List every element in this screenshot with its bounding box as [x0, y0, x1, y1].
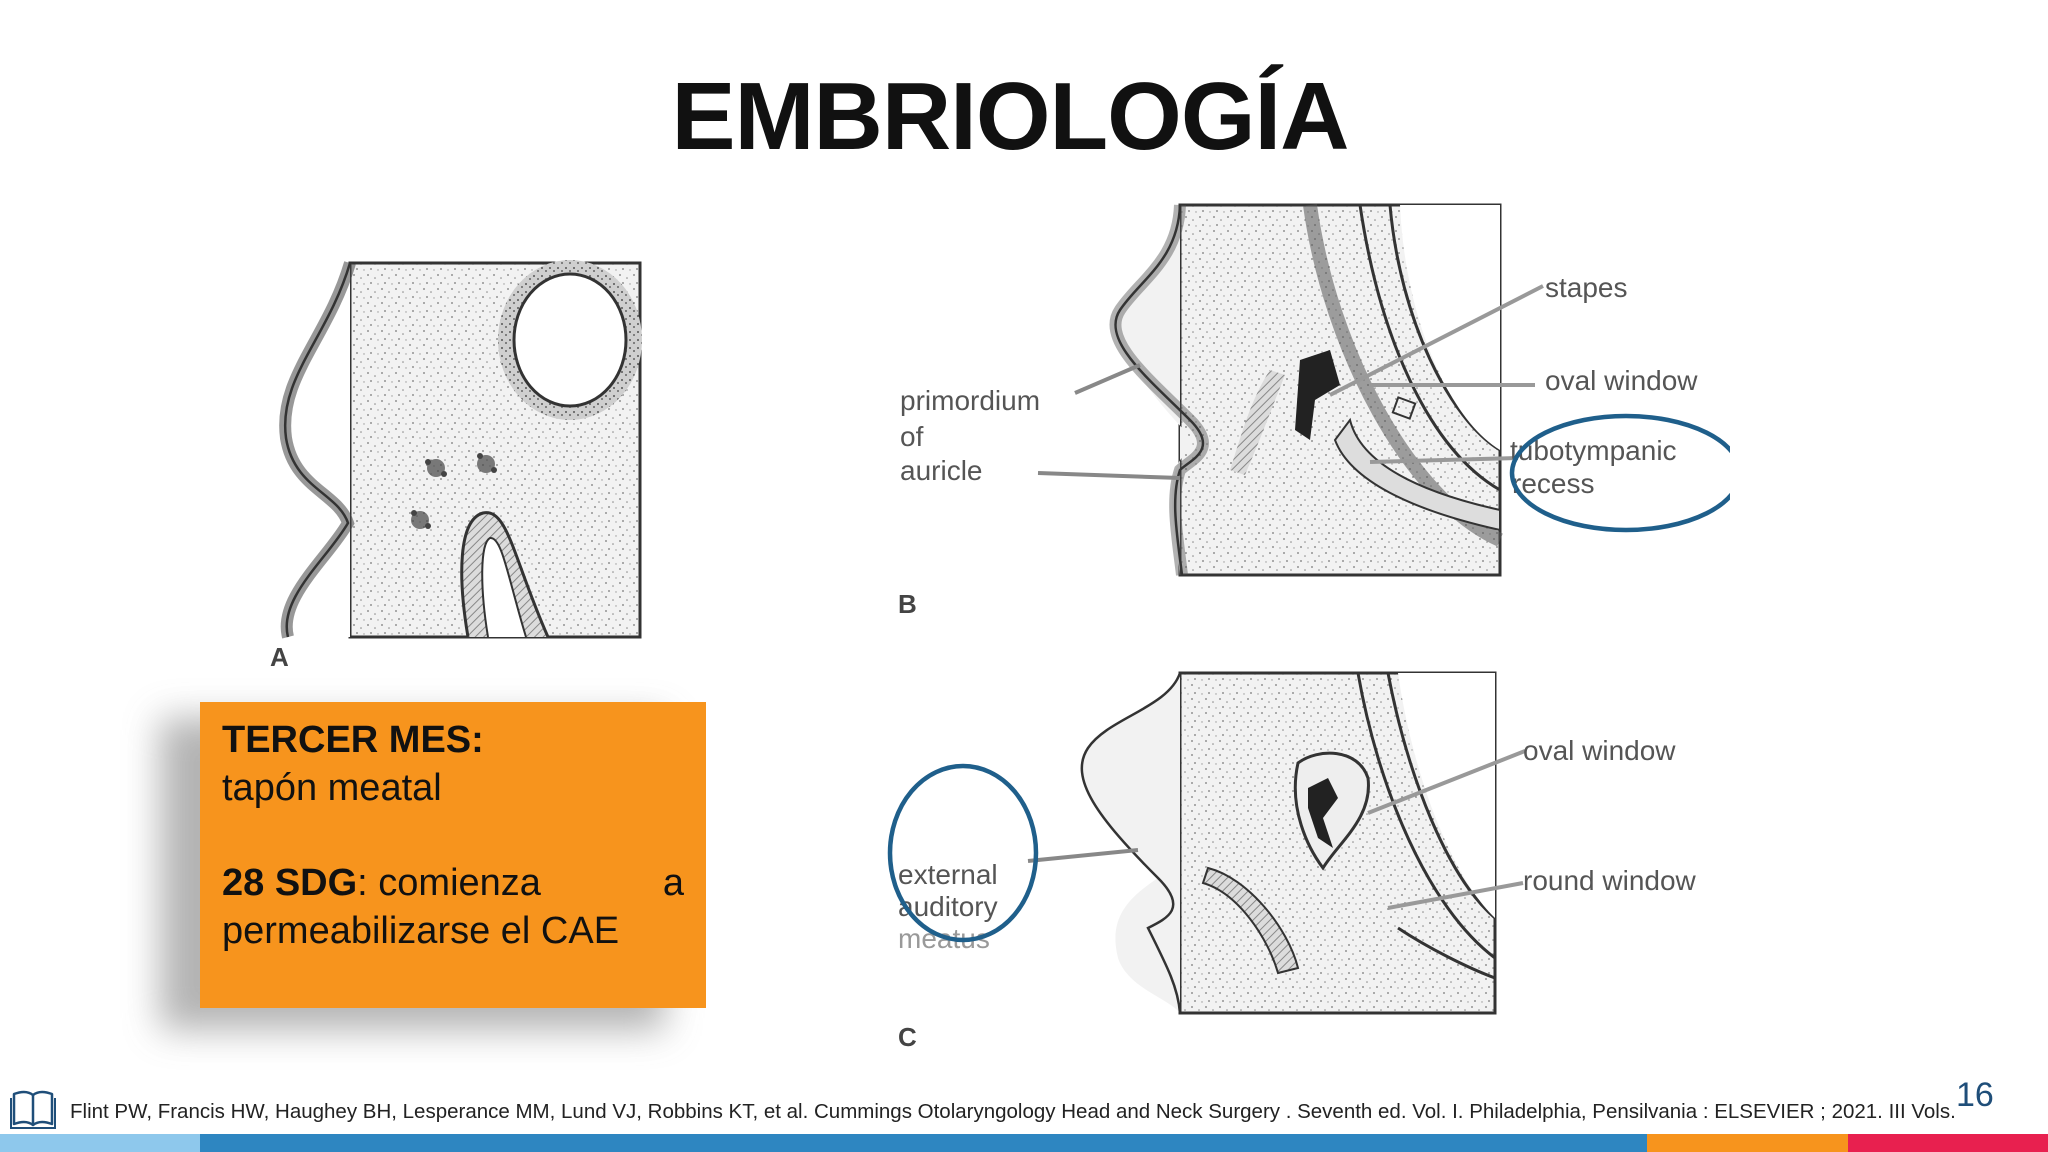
label-stapes: stapes [1545, 272, 1628, 303]
note-sdg-word1: : comienza [357, 862, 541, 904]
label-tubotympanic-1: tubotympanic [1510, 435, 1677, 466]
footer-bar-blue [200, 1134, 1647, 1152]
figure-c: external auditory meatus oval window rou… [868, 668, 1748, 1058]
figure-c-letter: C [898, 1022, 917, 1052]
citation-text: Flint PW, Francis HW, Haughey BH, Lesper… [70, 1100, 1956, 1123]
figure-b-letter: B [898, 589, 917, 619]
note-paragraph: 28 SDG: comienza a permeabilizarse el CA… [222, 859, 684, 955]
note-sdg-word2: a [662, 862, 684, 904]
figure-a-letter: A [270, 642, 289, 672]
label-oval-window-c: oval window [1523, 735, 1676, 766]
footer-bar-light-blue [0, 1134, 200, 1152]
label-tubotympanic-2: recess [1512, 468, 1594, 499]
label-primordium-3: auricle [900, 455, 982, 486]
slide-title: EMBRIOLOGÍA [671, 63, 1350, 170]
book-icon [10, 1088, 56, 1135]
highlight-circle-tubotympanic [1509, 413, 1730, 533]
label-oval-window-b: oval window [1545, 365, 1698, 396]
footer-bar-orange [1647, 1134, 1848, 1152]
note-line1: tapón meatal [222, 767, 442, 809]
note-sdg-line: 28 SDG: comienza a [222, 859, 684, 907]
label-round-window: round window [1523, 865, 1697, 896]
note-line3: permeabilizarse el CAE [222, 910, 620, 952]
figure-b: primordium of auricle stapes oval window… [890, 200, 1730, 620]
footer-bar-pink [1848, 1134, 2048, 1152]
label-primordium-1: primordium [900, 385, 1040, 416]
page-number: 16 [1956, 1076, 1994, 1114]
note-box: TERCER MES: tapón meatal 28 SDG: comienz… [200, 702, 706, 1008]
note-sdg-bold: 28 SDG [222, 862, 358, 904]
highlight-circle-eam [887, 763, 1039, 943]
label-primordium-2: of [900, 421, 924, 452]
note-heading: TERCER MES: [222, 719, 484, 761]
figure-a: A [268, 258, 658, 673]
label-eam-1: external [898, 859, 998, 890]
